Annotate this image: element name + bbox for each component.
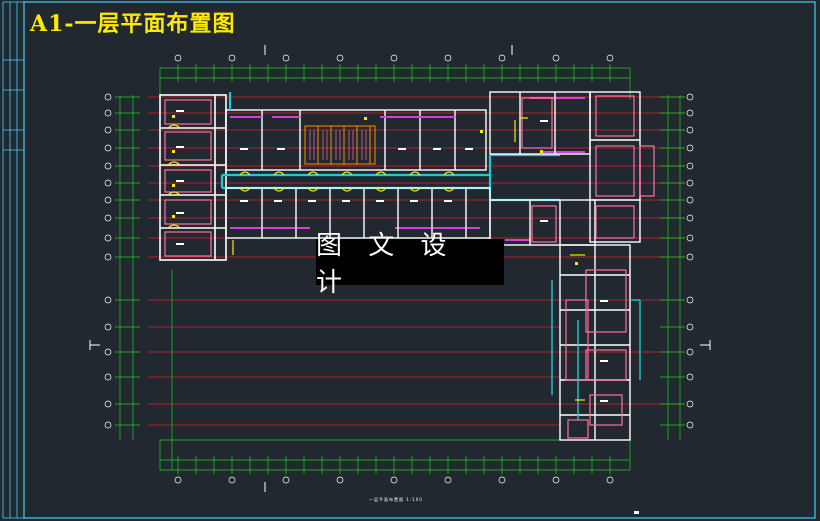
- axis-bubbles: [104, 54, 694, 484]
- east-block-pink: [521, 95, 655, 243]
- north-rooms: [225, 109, 487, 171]
- title-block-strip: [2, 1, 25, 519]
- grid-ticks-top: [177, 64, 611, 82]
- dimension-chain-right: [660, 96, 685, 426]
- stair-core: [304, 125, 376, 165]
- drawing-title: A1-一层平面布置图: [30, 11, 236, 37]
- doors: [167, 117, 585, 401]
- grid-ticks-bottom: [177, 456, 611, 474]
- southeast-wing-walls: [559, 244, 631, 441]
- south-rooms: [225, 187, 491, 239]
- southeast-wing-pink: [565, 269, 627, 439]
- plan-caption: 一层平面布置图 1:100: [369, 497, 423, 502]
- corner-marker: [634, 511, 639, 514]
- southeast-wing-cyan: [551, 280, 641, 420]
- west-wing-pink: [164, 99, 212, 257]
- corridor: [220, 92, 560, 202]
- fixture-markers: [172, 115, 578, 265]
- watermark-label: 图 文 设 计: [316, 231, 504, 298]
- east-block-walls: [489, 91, 641, 246]
- room-tags: [176, 110, 608, 402]
- stair-treads: [309, 130, 367, 160]
- west-wing-walls: [159, 94, 227, 261]
- dimension-chain-left: [115, 96, 140, 426]
- section-marks: [89, 45, 711, 492]
